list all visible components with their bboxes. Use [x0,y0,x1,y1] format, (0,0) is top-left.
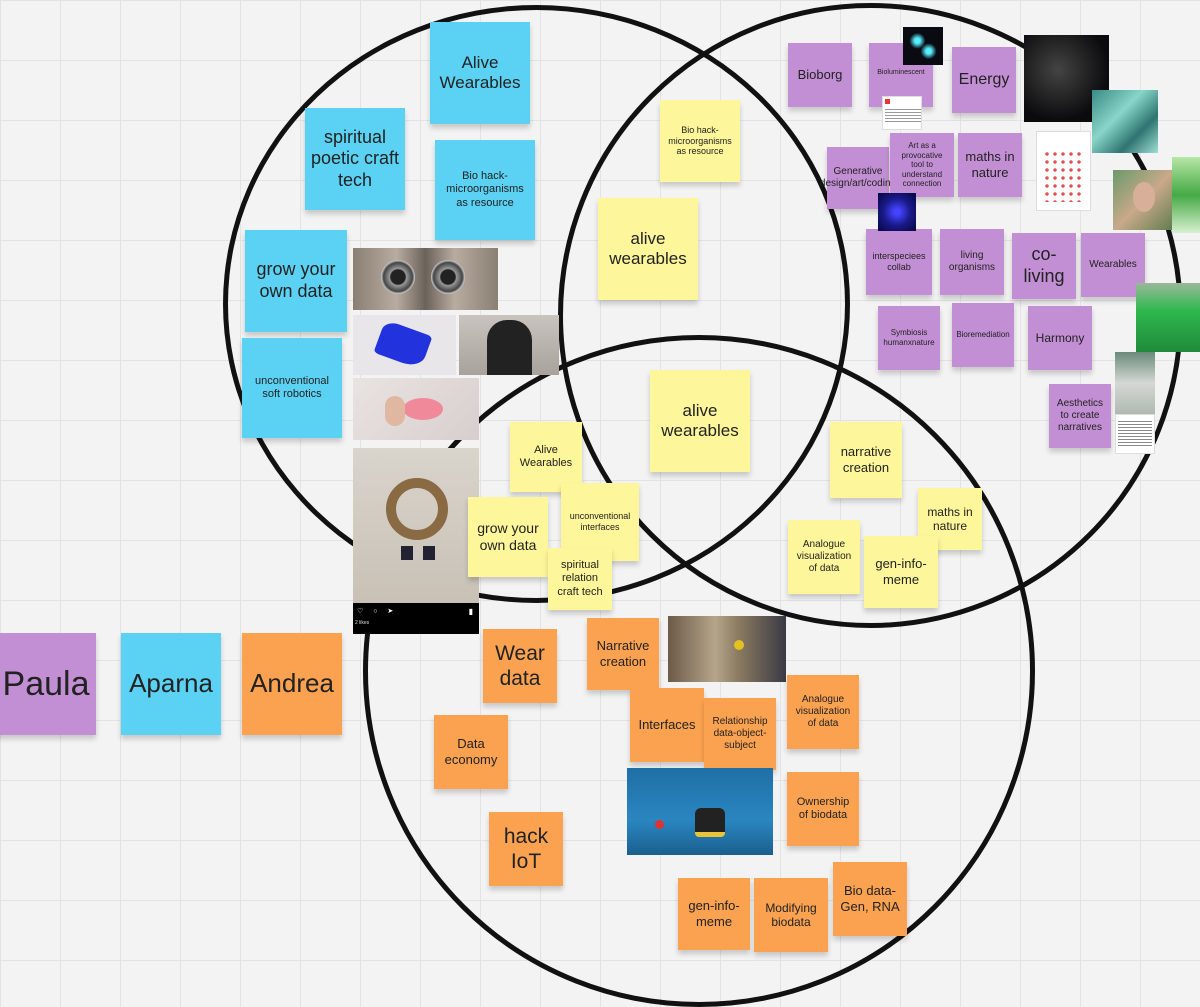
image-article-thumbnail[interactable] [882,96,922,130]
like-comment-share-icons[interactable]: ♡ ○ ➤ [357,608,398,615]
sticky-note[interactable]: Ownership of biodata [787,772,859,846]
sticky-note[interactable]: gen-info-meme [678,878,750,950]
sticky-note[interactable]: Art as a provocative tool to understand … [890,133,954,197]
device-icon [695,808,725,837]
goggle-lens-icon [431,260,465,294]
sticky-note[interactable]: Bio hack-microorganisms as resource [660,100,740,182]
sticky-note[interactable]: Bioremediation [952,303,1014,367]
image-generative-blue[interactable] [878,193,916,231]
person-note-aparna[interactable]: Aparna [121,633,221,735]
person-note-paula[interactable]: Paula [0,633,96,735]
image-goggles[interactable] [353,248,498,310]
sticky-note[interactable]: hack IoT [489,812,563,886]
yellow-object-icon [734,640,744,650]
sticky-note[interactable]: Wearables [1081,233,1145,297]
torso-shape-icon [487,320,532,375]
person-note-andrea[interactable]: Andrea [242,633,342,735]
pendant-icon [401,546,413,560]
sticky-note[interactable]: Interfaces [630,688,704,762]
woven-ring-icon [386,478,448,540]
sticky-note[interactable]: grow your own data [468,497,548,577]
image-back-harness[interactable] [459,315,559,375]
image-instagram-post[interactable]: ♡ ○ ➤ ▮ 2 likes [353,448,479,634]
instagram-likes: 2 likes [355,620,370,626]
sticky-note[interactable]: alive wearables [598,198,698,300]
image-pattern-grid[interactable] [1036,131,1091,211]
red-ball-icon [655,820,664,829]
sticky-note[interactable]: spiritual relation craft tech [548,548,612,610]
face-shape-icon [1133,182,1155,212]
sticky-note[interactable]: narrative creation [830,422,902,498]
image-green-plant[interactable] [1172,157,1200,233]
sticky-note[interactable]: Wear data [483,629,557,703]
sticky-note[interactable]: Aesthetics to create narratives [1049,384,1111,448]
red-logo-icon [885,99,890,104]
image-blue-device[interactable] [627,768,773,855]
sticky-note[interactable]: alive wearables [650,370,750,472]
sticky-note[interactable]: Symbiosis humanxnature [878,306,940,370]
sticky-note[interactable]: Modifying biodata [754,878,828,952]
post-photo [353,448,479,603]
sticky-note[interactable]: spiritual poetic craft tech [305,108,405,210]
sticky-note[interactable]: Alive Wearables [430,22,530,124]
image-bioluminescent-tiles[interactable] [903,27,943,65]
blue-shape-icon [373,319,433,370]
sticky-note[interactable]: Energy [952,47,1016,113]
sticky-note[interactable]: co-living [1012,233,1076,299]
glow-pattern-icon [909,33,937,59]
instagram-action-bar: ♡ ○ ➤ ▮ 2 likes [353,604,479,634]
goggle-lens-icon [381,260,415,294]
image-white-figure[interactable] [1115,352,1155,414]
pattern-grid-icon [1043,150,1085,202]
card-lines [1118,421,1152,447]
sticky-note[interactable]: Relationship data-object-subject [704,698,776,770]
image-green-dress[interactable] [1136,283,1200,352]
sticky-note[interactable]: Analogue visualization of data [787,675,859,749]
pink-robot-icon [403,398,443,420]
sticky-note[interactable]: Bio data-Gen, RNA [833,862,907,936]
sticky-note[interactable]: Analogue visualization of data [788,520,860,594]
sticky-note[interactable]: living organisms [940,229,1004,295]
sticky-note[interactable]: unconventional soft robotics [242,338,342,438]
sticky-note[interactable]: Alive Wearables [510,422,582,492]
image-blue-fabric[interactable] [353,315,456,375]
sticky-note[interactable]: maths in nature [958,133,1022,197]
image-teal-texture[interactable] [1092,90,1158,153]
image-workshop-photo[interactable] [668,616,786,682]
hand-shape-icon [385,396,405,426]
sticky-note[interactable]: interspeciees collab [866,229,932,295]
sticky-note[interactable]: Bio hack-microorganisms as resource [435,140,535,240]
pendant-icon [423,546,435,560]
bookmark-icon[interactable]: ▮ [468,607,473,616]
sticky-note[interactable]: Narrative creation [587,618,659,690]
image-portrait-flowers[interactable] [1113,170,1176,230]
sticky-note[interactable]: gen-info-meme [864,536,938,608]
sticky-note[interactable]: Harmony [1028,306,1092,370]
image-article-card[interactable] [1115,414,1155,454]
sticky-note[interactable]: grow your own data [245,230,347,332]
image-soft-robot[interactable] [353,378,479,440]
article-lines [885,109,921,123]
sticky-note[interactable]: Data economy [434,715,508,789]
sticky-note[interactable]: Bioborg [788,43,852,107]
